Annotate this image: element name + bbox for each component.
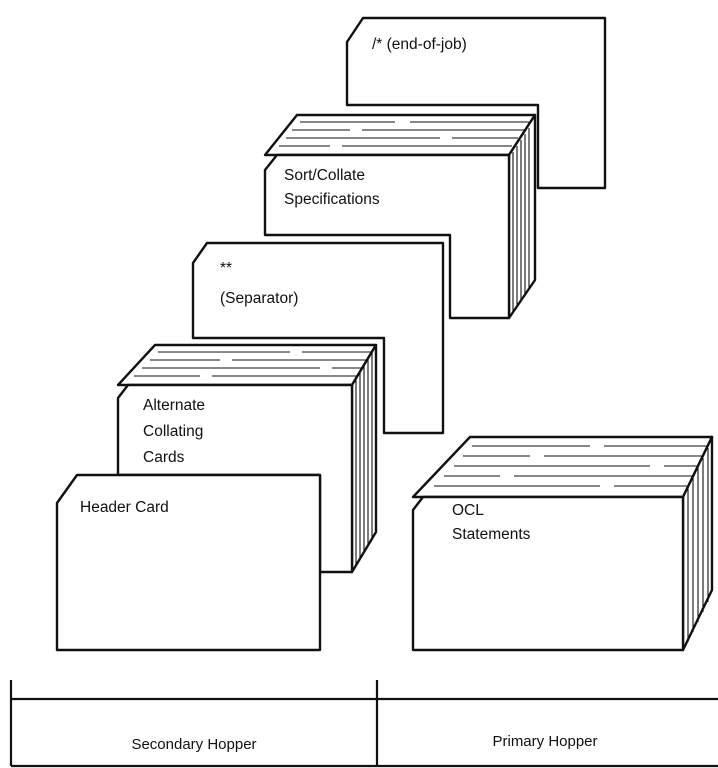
- ocl-label-1: OCL: [452, 502, 484, 519]
- sort-collate-label-1: Sort/Collate: [284, 167, 365, 184]
- end-of-job-label: /* (end-of-job): [372, 36, 467, 53]
- alternate-label-3: Cards: [143, 449, 185, 466]
- secondary-hopper-label: Secondary Hopper: [131, 736, 256, 753]
- separator-card: ** (Separator): [191, 241, 445, 435]
- ocl-label-2: Statements: [452, 526, 531, 543]
- separator-label-1: **: [220, 260, 232, 277]
- hopper-table: Secondary Hopper Primary Hopper: [9, 680, 718, 768]
- header-card: Header Card: [55, 473, 322, 652]
- alternate-label-1: Alternate: [143, 397, 205, 414]
- separator-label-2: (Separator): [220, 290, 298, 307]
- primary-hopper-label: Primary Hopper: [492, 733, 597, 750]
- alternate-collating-deck: Alternate Collating Cards: [116, 343, 378, 574]
- ocl-statements-deck: OCL Statements: [411, 435, 714, 652]
- sort-collate-label-2: Specifications: [284, 191, 380, 208]
- header-card-label: Header Card: [80, 499, 169, 516]
- end-of-job-card: /* (end-of-job): [345, 16, 607, 190]
- alternate-label-2: Collating: [143, 423, 203, 440]
- sort-collate-deck: Sort/Collate Specifications: [263, 113, 537, 320]
